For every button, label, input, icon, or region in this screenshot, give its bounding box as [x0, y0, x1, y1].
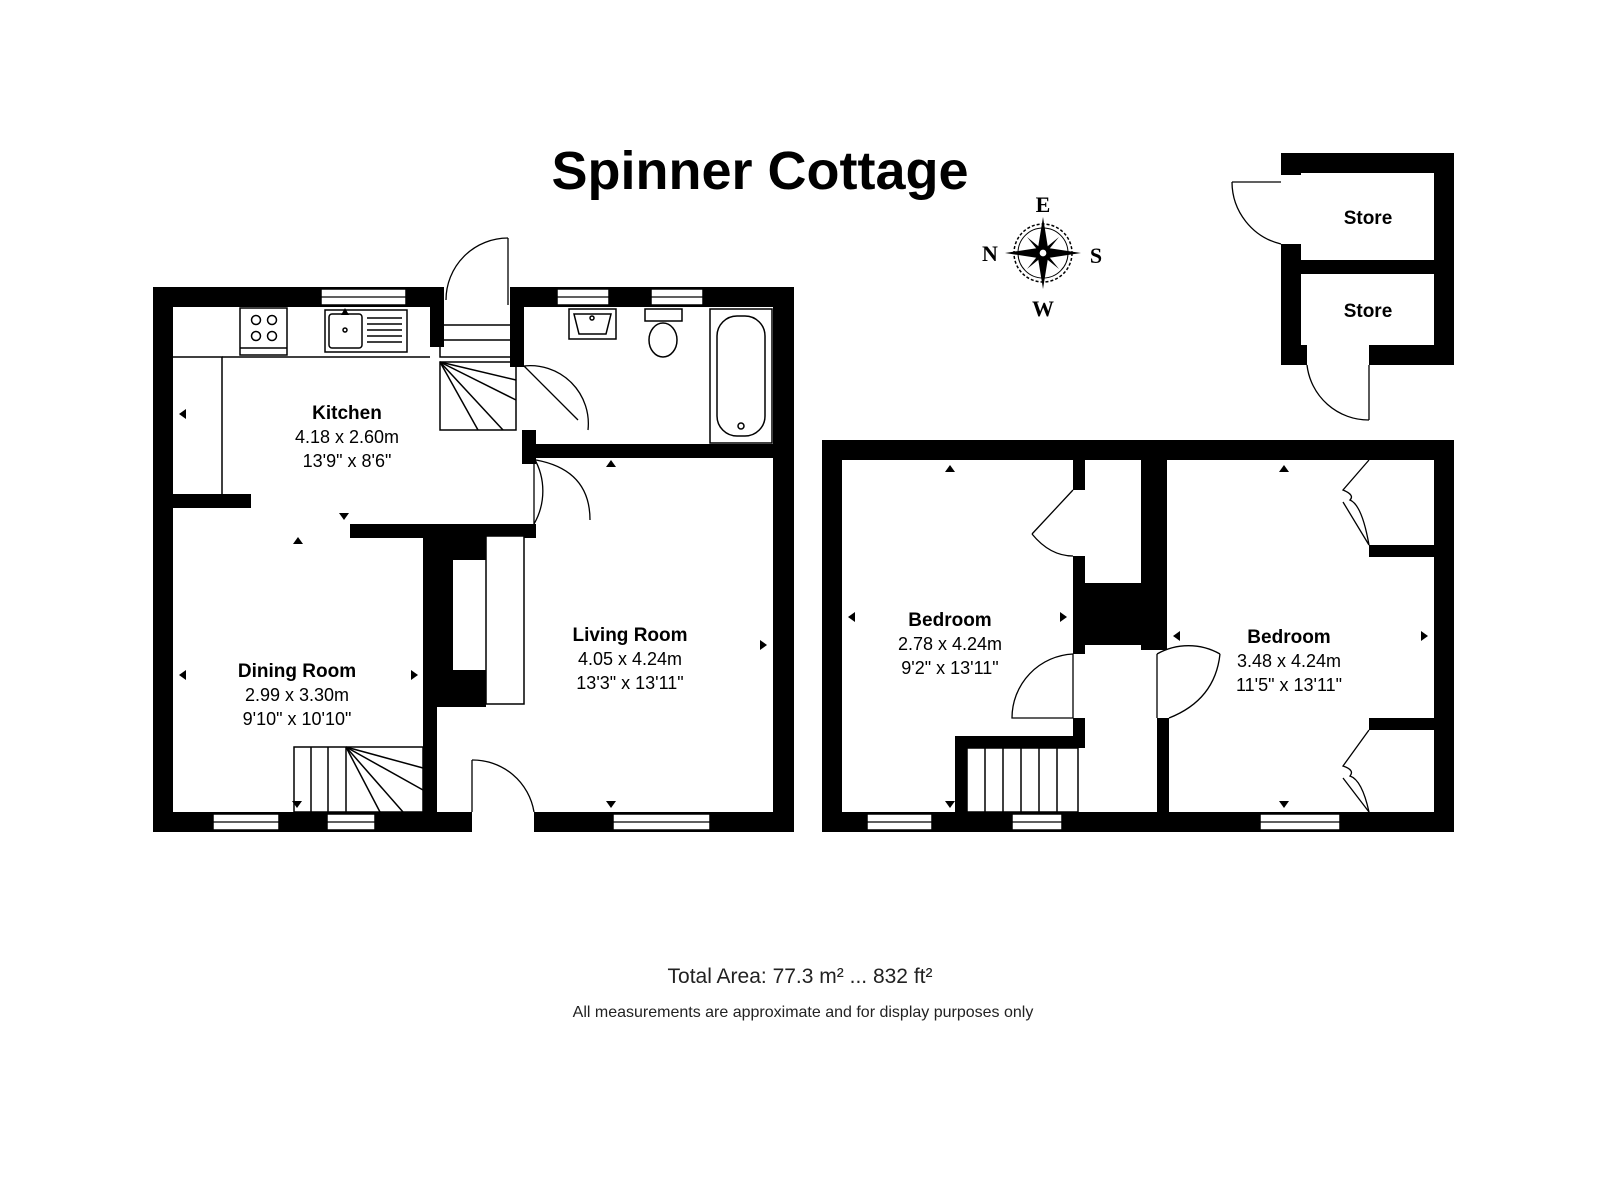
wall: [350, 524, 536, 538]
wardrobe-door[interactable]: [1341, 729, 1370, 813]
dining-stairs: [293, 746, 424, 813]
toilet: [644, 308, 683, 322]
store-2-name: Store: [1344, 301, 1393, 322]
entry-steps: [439, 324, 517, 358]
living-room-name: Living Room: [572, 625, 687, 646]
kitchen-imperial: 13'9" x 8'6": [303, 451, 392, 471]
wall: [1434, 153, 1454, 365]
total-area: Total Area: 77.3 m² ... 832 ft²: [668, 965, 933, 988]
wall: [173, 494, 251, 508]
wall: [1073, 718, 1085, 738]
store-1-name: Store: [1344, 208, 1393, 229]
wall: [1073, 460, 1085, 490]
living-room-metric: 4.05 x 4.24m: [578, 649, 682, 669]
living-room-imperial: 13'3" x 13'11": [576, 673, 683, 693]
fireplace: [453, 560, 486, 670]
worktop: [173, 356, 223, 494]
wall: [522, 430, 536, 464]
hob: [239, 307, 288, 356]
bedroom-1-metric: 2.78 x 4.24m: [898, 634, 1002, 654]
bathroom-door[interactable]: [523, 365, 579, 421]
hearth: [485, 535, 525, 705]
bedroom-1-name: Bedroom: [908, 610, 991, 631]
ground-floor: [153, 237, 794, 832]
bedroom-2-name: Bedroom: [1247, 627, 1330, 648]
compass-west-label: W: [1032, 296, 1054, 321]
wall: [1281, 345, 1307, 365]
wall: [1157, 718, 1169, 812]
kitchen-sink: [324, 309, 408, 353]
first-floor: [822, 440, 1454, 832]
kitchen-stairs: [439, 361, 517, 431]
wall: [1434, 440, 1454, 832]
wall: [524, 444, 774, 458]
kitchen-name: Kitchen: [312, 403, 382, 424]
first-floor-stairs: [966, 747, 1079, 813]
wall: [822, 440, 842, 832]
wall: [1141, 460, 1167, 650]
wall: [1369, 545, 1434, 557]
wall: [955, 736, 967, 812]
wall: [153, 812, 472, 832]
dining-room-imperial: 9'10" x 10'10": [243, 709, 352, 729]
compass-north-label: N: [982, 241, 998, 266]
dining-room-name: Dining Room: [238, 661, 356, 682]
wall: [1281, 244, 1301, 365]
compass-south-label: S: [1090, 243, 1102, 268]
wall: [1369, 345, 1454, 365]
wall: [510, 287, 524, 367]
dining-room-metric: 2.99 x 3.30m: [245, 685, 349, 705]
bedroom-2-imperial: 11'5" x 13'11": [1236, 675, 1342, 695]
wardrobe-door[interactable]: [1031, 489, 1074, 535]
wall: [822, 440, 1454, 460]
disclaimer: All measurements are approximate and for…: [573, 1004, 1034, 1021]
wall: [430, 287, 444, 347]
compass-east-label: E: [1036, 192, 1051, 217]
wall: [1281, 260, 1454, 274]
compass-rose: [1005, 217, 1081, 289]
wall: [423, 700, 437, 812]
wall: [1281, 153, 1454, 173]
bedroom-2-metric: 3.48 x 4.24m: [1237, 651, 1341, 671]
wall: [1369, 718, 1434, 730]
bath: [709, 308, 773, 444]
outbuilding-stores: [1231, 153, 1454, 421]
basin: [568, 308, 617, 340]
wall: [1281, 153, 1301, 175]
kitchen-metric: 4.18 x 2.60m: [295, 427, 399, 447]
wardrobe-door[interactable]: [1341, 459, 1370, 546]
bedroom-1-imperial: 9'2" x 13'11": [901, 658, 998, 678]
page-title: Spinner Cottage: [551, 141, 968, 201]
wall: [153, 287, 173, 832]
wall: [773, 287, 794, 832]
wall: [955, 736, 1085, 748]
